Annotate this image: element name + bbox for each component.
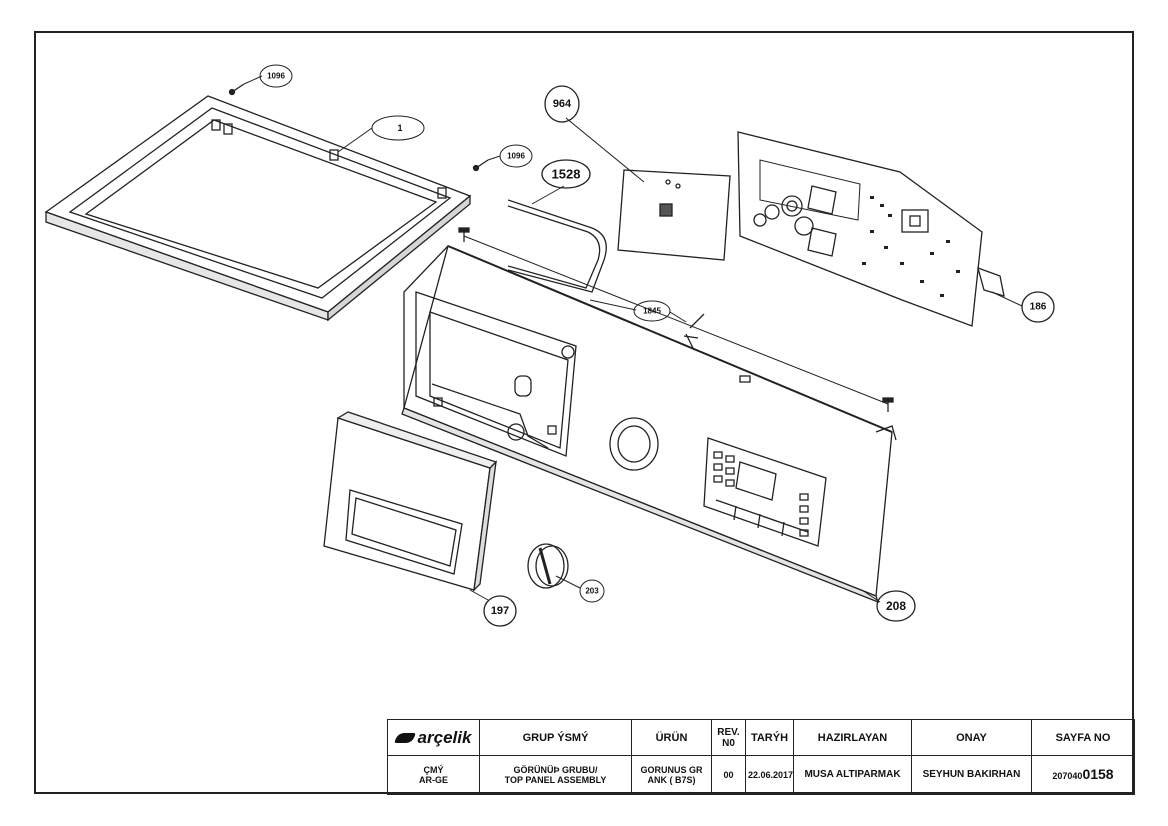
svg-text:1: 1 xyxy=(397,123,402,133)
group-name-value: GÖRÜNÜÞ GRUBU/ TOP PANEL ASSEMBLY xyxy=(479,755,632,795)
page-no-header: SAYFA NO xyxy=(1031,719,1135,756)
svg-text:203: 203 xyxy=(585,587,599,596)
top-frame-part xyxy=(44,95,472,322)
svg-text:1096: 1096 xyxy=(267,72,285,81)
callout-1: 1 xyxy=(371,115,425,141)
fastener-part xyxy=(458,227,894,412)
callout-186: 186 xyxy=(1021,291,1055,323)
callout-1528: 1528 xyxy=(541,159,591,189)
callout-197: 197 xyxy=(483,595,517,627)
rev-no-value: 00 xyxy=(711,755,746,795)
rev-no-header: REV. N0 xyxy=(711,719,746,756)
dispenser-drawer-part xyxy=(323,411,498,592)
svg-text:186: 186 xyxy=(1030,302,1047,313)
approval-header: ONAY xyxy=(911,719,1032,756)
selector-knob-part xyxy=(527,543,569,589)
group-name-header: GRUP ÝSMÝ xyxy=(479,719,632,756)
page-no-value: 2070400158 xyxy=(1031,755,1135,795)
screw-part xyxy=(228,83,489,172)
svg-text:197: 197 xyxy=(491,605,509,617)
callout-1096-a: 1096 xyxy=(259,64,293,88)
svg-text:1845: 1845 xyxy=(643,307,661,316)
date-value: 22.06.2017 xyxy=(745,755,794,795)
wire-rod-part xyxy=(507,199,607,293)
callout-208: 208 xyxy=(876,590,916,622)
product-header: ÜRÜN xyxy=(631,719,712,756)
control-pcb-part xyxy=(737,131,1005,327)
prepared-by-header: HAZIRLAYAN xyxy=(793,719,912,756)
callout-203: 203 xyxy=(579,579,605,603)
control-panel-part xyxy=(401,245,897,604)
department-code: ÇMÝ AR-GE xyxy=(387,755,480,795)
callout-1845: 1845 xyxy=(633,300,671,322)
arcelik-logo-icon xyxy=(393,732,416,743)
title-block: arçelik GRUP ÝSMÝ ÜRÜN REV. N0 TARÝH HAZ… xyxy=(387,719,1135,795)
svg-text:1528: 1528 xyxy=(552,167,581,182)
callout-964: 964 xyxy=(544,85,580,123)
company-logo: arçelik xyxy=(387,719,480,756)
prepared-by-value: MUSA ALTIPARMAK xyxy=(793,755,912,795)
date-header: TARÝH xyxy=(745,719,794,756)
svg-text:1096: 1096 xyxy=(507,152,525,161)
callout-1096-b: 1096 xyxy=(499,144,533,168)
approval-value: SEYHUN BAKIRHAN xyxy=(911,755,1032,795)
shield-plate-part xyxy=(617,169,731,261)
leader-lines xyxy=(243,75,1023,603)
svg-text:208: 208 xyxy=(886,599,906,613)
svg-text:964: 964 xyxy=(553,98,572,110)
product-value: GORUNUS GR ANK ( B7S) xyxy=(631,755,712,795)
